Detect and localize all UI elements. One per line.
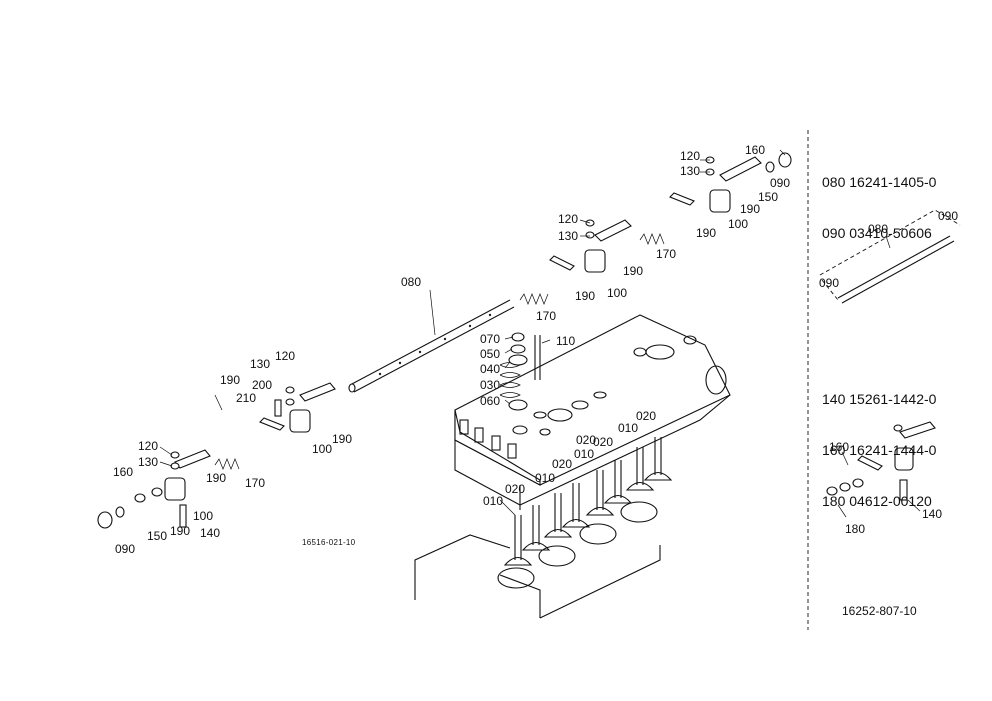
rocker-group-right — [549, 152, 792, 273]
callout: 120 — [680, 149, 700, 163]
callout: 150 — [758, 190, 778, 204]
callout: 070 — [480, 332, 500, 346]
callout: 060 — [480, 394, 500, 408]
callout: 130 — [680, 164, 700, 178]
engine-block-lower — [414, 501, 661, 619]
callout: 130 — [558, 229, 578, 243]
valves — [503, 437, 673, 566]
callout: 120 — [138, 439, 158, 453]
callout: 190 — [696, 226, 716, 240]
drawing-number: 16252-807-10 — [842, 604, 917, 618]
ref-180: 180 04612-00120 — [822, 493, 932, 509]
callout: 130 — [250, 357, 270, 371]
inset-callout-090-left: 090 — [819, 276, 839, 290]
callout: 040 — [480, 362, 500, 376]
inset-callout-160: 160 — [829, 440, 849, 454]
leader-lines — [159, 149, 786, 516]
inset-callout-180: 180 — [845, 522, 865, 536]
callout-080: 080 — [401, 275, 421, 289]
callout: 170 — [656, 247, 676, 261]
inset-rocker: 160 180 140 — [826, 421, 942, 536]
inset-callout-090-right: 090 — [938, 209, 958, 223]
callout: 140 — [200, 526, 220, 540]
callout: 010 — [535, 471, 555, 485]
callout: 100 — [193, 509, 213, 523]
callout: 120 — [275, 349, 295, 363]
callout: 090 — [115, 542, 135, 556]
ref-090: 090 03410-50606 — [822, 225, 932, 241]
callout-labels: 080 160 120 130 090 150 190 100 190 170 … — [113, 143, 790, 556]
callout: 120 — [558, 212, 578, 226]
rocker-group-left — [97, 382, 336, 529]
callout: 190 — [740, 202, 760, 216]
figure-code: 16516-021-10 — [302, 538, 356, 547]
callout: 160 — [113, 465, 133, 479]
callout: 010 — [483, 494, 503, 508]
callout: 020 — [636, 409, 656, 423]
callout: 010 — [574, 447, 594, 461]
callout: 020 — [552, 457, 572, 471]
valve-retainer-parts — [508, 332, 541, 411]
callout: 190 — [575, 289, 595, 303]
inset-shaft: 080 090 090 — [819, 209, 961, 304]
reference-list-mid: 140 15261-1442-0 160 16241-1444-0 180 04… — [822, 357, 936, 527]
callout: 130 — [138, 455, 158, 469]
callout: 100 — [312, 442, 332, 456]
callout: 010 — [618, 421, 638, 435]
callout: 190 — [206, 471, 226, 485]
ref-140: 140 15261-1442-0 — [822, 391, 937, 407]
callout: 030 — [480, 378, 500, 392]
callout: 150 — [147, 529, 167, 543]
callout: 100 — [607, 286, 627, 300]
callout: 160 — [745, 143, 765, 157]
callout: 210 — [236, 391, 256, 405]
callout: 020 — [505, 482, 525, 496]
callout: 190 — [170, 524, 190, 538]
callout: 100 — [728, 217, 748, 231]
ref-160: 160 16241-1444-0 — [822, 442, 937, 458]
callout: 110 — [556, 334, 575, 348]
callout: 190 — [623, 264, 643, 278]
callout: 200 — [252, 378, 272, 392]
callout: 190 — [220, 373, 240, 387]
callout: 090 — [770, 176, 790, 190]
callout: 050 — [480, 347, 500, 361]
cylinder-head — [454, 314, 731, 510]
callout: 170 — [536, 309, 556, 323]
rocker-shaft — [348, 299, 515, 393]
ref-080: 080 16241-1405-0 — [822, 174, 937, 190]
inset-callout-080: 080 — [868, 222, 888, 236]
callout: 020 — [576, 433, 596, 447]
inset-callout-140: 140 — [922, 507, 942, 521]
callout: 020 — [593, 435, 613, 449]
callout: 190 — [332, 432, 352, 446]
callout: 170 — [245, 476, 265, 490]
reference-list-top: 080 16241-1405-0 090 03410-50606 — [822, 140, 936, 259]
